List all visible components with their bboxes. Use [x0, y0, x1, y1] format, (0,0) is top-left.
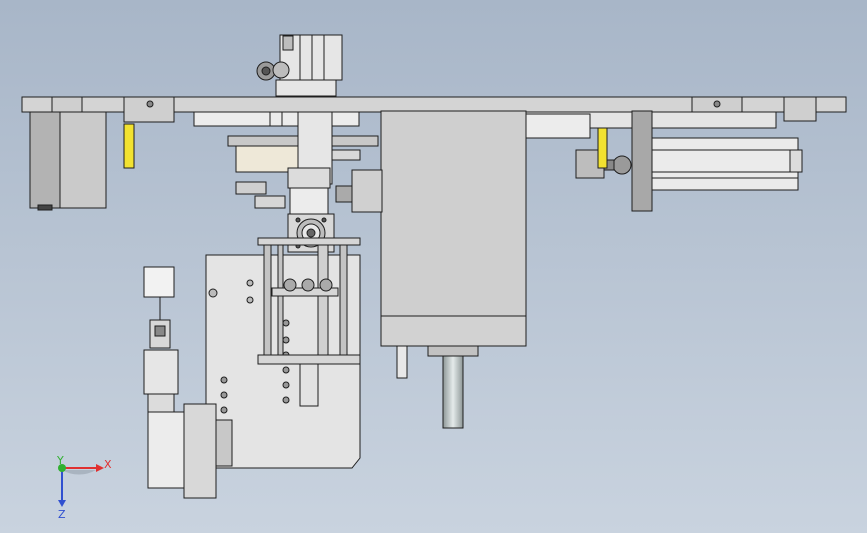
y-axis-label: Y — [56, 454, 64, 467]
left-motor-housing — [29, 111, 107, 211]
y-axis-dot — [58, 464, 66, 472]
x-axis-head — [96, 464, 104, 472]
right-yellow-sensor — [597, 127, 608, 169]
z-axis-head — [58, 500, 66, 507]
left-gripper-unit — [143, 266, 233, 499]
z-axis-label: Z — [58, 508, 66, 521]
left-yellow-sensor — [123, 123, 135, 169]
top-cylinder — [256, 34, 343, 97]
axis-triad[interactable]: X Y Z — [56, 454, 112, 521]
central-motor-block — [380, 110, 527, 357]
guide-rods — [257, 237, 361, 407]
side-fittings — [235, 169, 383, 213]
output-shaft — [396, 345, 464, 429]
triad-arc — [62, 470, 96, 475]
right-cylinder — [575, 110, 803, 212]
x-axis-label: X — [104, 458, 112, 471]
